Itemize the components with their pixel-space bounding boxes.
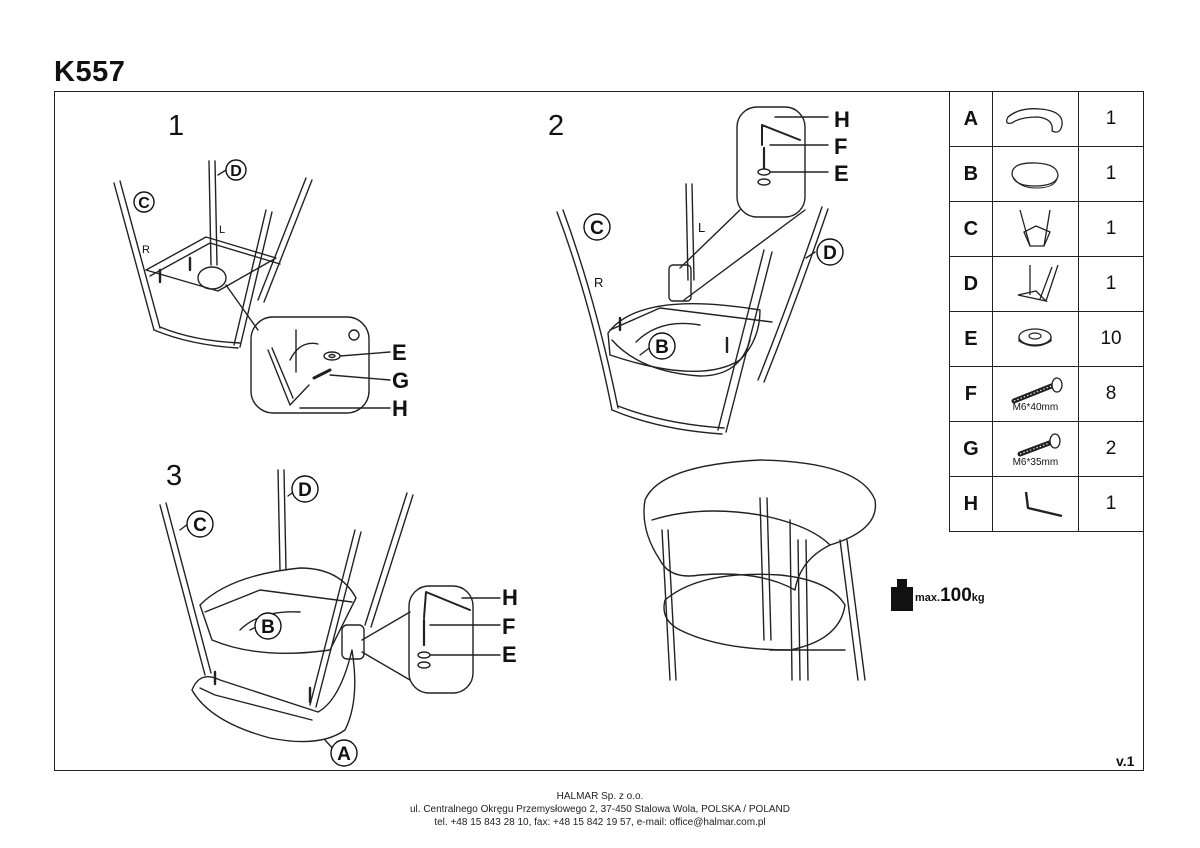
- right-frame-icon: [1019, 209, 1052, 247]
- parts-row: G M6*35mm 2: [949, 421, 1144, 477]
- part-letter: A: [949, 91, 993, 147]
- part-quantity: 1: [1078, 146, 1144, 202]
- part-picture-cell: [991, 201, 1080, 257]
- seat-cushion-icon: [1011, 162, 1060, 189]
- bolt-size-label: M6*40mm: [1012, 402, 1059, 413]
- callout-circle-d-step1: D: [225, 159, 247, 181]
- max-load-value: 100: [940, 585, 972, 606]
- part-letter: C: [949, 201, 993, 257]
- callout-circle-a-step3: A: [330, 739, 358, 767]
- callout-e-step1: E: [392, 340, 407, 365]
- part-quantity: 1: [1078, 256, 1144, 312]
- max-load-unit: kg: [971, 592, 985, 604]
- bolt-size-label: M6*35mm: [1012, 457, 1059, 468]
- parts-row: F M6*40mm 8: [949, 366, 1144, 422]
- part-quantity: 8: [1078, 366, 1144, 422]
- left-frame-icon: [1018, 264, 1059, 303]
- part-letter: B: [949, 146, 993, 202]
- assembled-chair-drawing: [643, 459, 877, 681]
- model-title: K557: [54, 56, 126, 88]
- parts-row: A 1: [949, 91, 1144, 147]
- callout-circle-d-step3: D: [291, 475, 319, 503]
- company-contact: tel. +48 15 843 28 10, fax: +48 15 842 1…: [434, 817, 766, 828]
- side-marker-l-step2: L: [698, 220, 705, 235]
- weight-icon: [891, 579, 913, 611]
- part-letter: D: [949, 256, 993, 312]
- max-load-prefix: max.: [915, 592, 941, 604]
- company-name: HALMAR Sp. z o.o.: [556, 791, 644, 802]
- parts-row: C 1: [949, 201, 1144, 257]
- part-picture-cell: [991, 91, 1080, 147]
- part-letter: F: [949, 366, 993, 422]
- callout-circle-c-step2: C: [583, 213, 611, 241]
- callout-circle-b-step2: B: [648, 332, 676, 360]
- callout-h-step1: H: [392, 396, 408, 421]
- part-quantity: 1: [1078, 201, 1144, 257]
- svg-text:D: D: [823, 243, 837, 264]
- max-load-label: max.100kg: [915, 585, 985, 607]
- part-picture-cell: [991, 146, 1080, 202]
- callout-f-step2: F: [834, 134, 847, 159]
- part-picture-cell: [991, 476, 1080, 532]
- side-marker-r-step2: R: [594, 275, 603, 290]
- part-quantity: 2: [1078, 421, 1144, 477]
- instruction-frame: [54, 91, 1144, 771]
- callout-f-step3: F: [502, 614, 515, 639]
- company-address: ul. Centralnego Okręgu Przemysłowego 2, …: [409, 804, 790, 815]
- part-letter: H: [949, 476, 993, 532]
- part-picture-cell: M6*40mm: [991, 366, 1080, 422]
- svg-text:A: A: [337, 744, 351, 765]
- svg-text:D: D: [298, 480, 312, 501]
- callout-circle-b-step3: B: [254, 612, 282, 640]
- callout-h-step3: H: [502, 585, 518, 610]
- part-quantity: 1: [1078, 476, 1144, 532]
- svg-text:C: C: [193, 515, 207, 536]
- callout-circle-d-step2: D: [816, 238, 844, 266]
- callout-circle-c-step3: C: [186, 510, 214, 538]
- step2-drawing: [556, 106, 829, 435]
- parts-row: D 1: [949, 256, 1144, 312]
- side-marker-r-step1: R: [142, 244, 150, 256]
- backrest-icon: [1006, 108, 1064, 133]
- part-picture-cell: M6*35mm: [991, 421, 1080, 477]
- svg-text:B: B: [261, 617, 275, 638]
- step1-drawing: [113, 160, 391, 414]
- allen-key-icon: [1025, 491, 1063, 518]
- part-picture-cell: [991, 256, 1080, 312]
- callout-h-step2: H: [834, 107, 850, 132]
- step-number-2: 2: [548, 110, 565, 142]
- step3-drawing: [159, 469, 501, 753]
- parts-list-table: A 1 B 1 C 1 D: [949, 91, 1144, 532]
- bolt-short-icon: [1017, 433, 1062, 457]
- part-picture-cell: [991, 311, 1080, 367]
- callout-circle-c-step1: C: [133, 191, 155, 213]
- callout-g-step1: G: [392, 368, 409, 393]
- bolt-long-icon: [1011, 377, 1064, 404]
- part-quantity: 10: [1078, 311, 1144, 367]
- callout-e-step2: E: [834, 161, 849, 186]
- washer-icon: [1018, 328, 1053, 347]
- version-label: v.1: [1116, 753, 1135, 769]
- part-letter: E: [949, 311, 993, 367]
- part-quantity: 1: [1078, 91, 1144, 147]
- parts-row: H 1: [949, 476, 1144, 532]
- svg-text:D: D: [230, 163, 242, 180]
- parts-row: B 1: [949, 146, 1144, 202]
- side-marker-l-step1: L: [219, 224, 225, 236]
- part-letter: G: [949, 421, 993, 477]
- step-number-3: 3: [166, 460, 183, 492]
- company-footer: HALMAR Sp. z o.o. ul. Centralnego Okręgu…: [0, 790, 1200, 829]
- svg-text:C: C: [590, 218, 604, 239]
- step-number-1: 1: [168, 110, 185, 142]
- svg-text:B: B: [655, 337, 669, 358]
- svg-text:C: C: [138, 195, 150, 212]
- parts-row: E 10: [949, 311, 1144, 367]
- callout-e-step3: E: [502, 642, 517, 667]
